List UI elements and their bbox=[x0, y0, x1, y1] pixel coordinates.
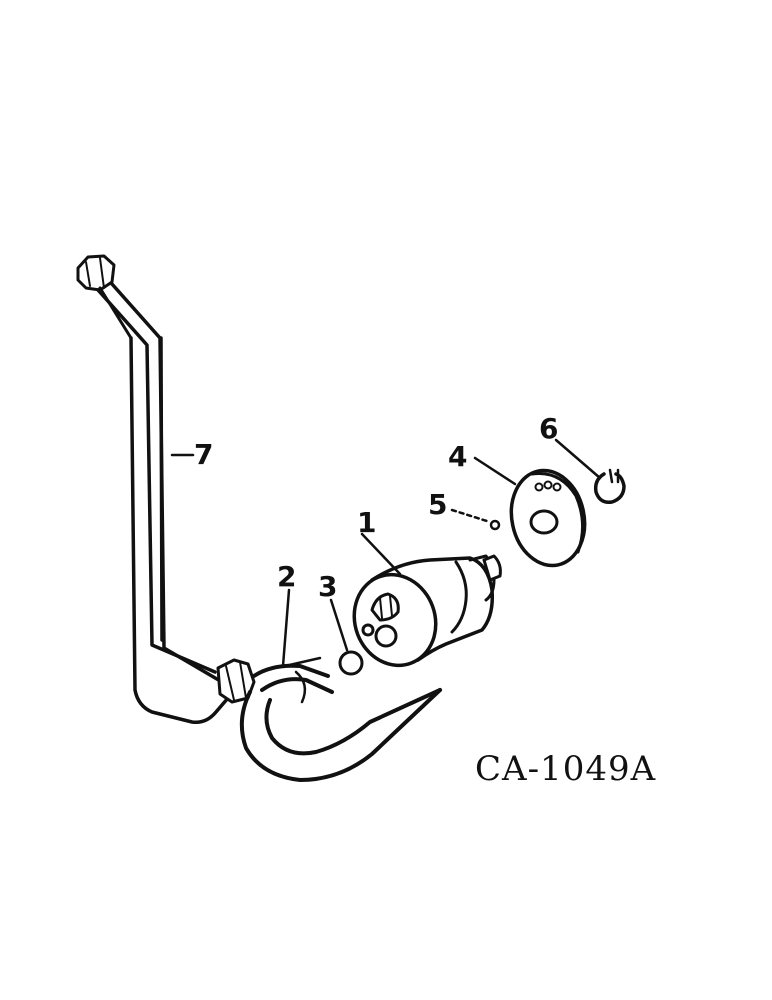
top-fitting-nut bbox=[76, 254, 116, 292]
valve-body-1 bbox=[352, 554, 502, 668]
tube-7 bbox=[76, 254, 256, 725]
tube-2 bbox=[239, 663, 442, 782]
callout-2: 2 bbox=[277, 560, 296, 593]
callout-1: 1 bbox=[357, 506, 376, 539]
leader-lines bbox=[170, 438, 602, 668]
callout-3: 3 bbox=[318, 570, 337, 603]
callout-6: 6 bbox=[539, 412, 558, 445]
leader-5 bbox=[450, 508, 492, 524]
drawing-code: CA-1049A bbox=[475, 749, 656, 789]
pin-5 bbox=[489, 519, 501, 531]
disc-4 bbox=[509, 468, 587, 568]
callout-labels: 1 2 3 4 5 6 7 bbox=[194, 412, 558, 603]
ball-3 bbox=[338, 650, 364, 676]
leader-2b bbox=[283, 656, 322, 668]
lower-fitting-nut bbox=[216, 658, 256, 704]
leader-1 bbox=[360, 532, 402, 576]
snap-ring-6 bbox=[593, 468, 626, 505]
leader-3 bbox=[329, 598, 349, 652]
leader-4 bbox=[473, 456, 517, 486]
callout-4: 4 bbox=[448, 440, 467, 473]
callout-5: 5 bbox=[428, 488, 447, 521]
callout-7: 7 bbox=[194, 438, 213, 471]
leader-2 bbox=[281, 588, 291, 668]
leader-6 bbox=[554, 438, 602, 480]
